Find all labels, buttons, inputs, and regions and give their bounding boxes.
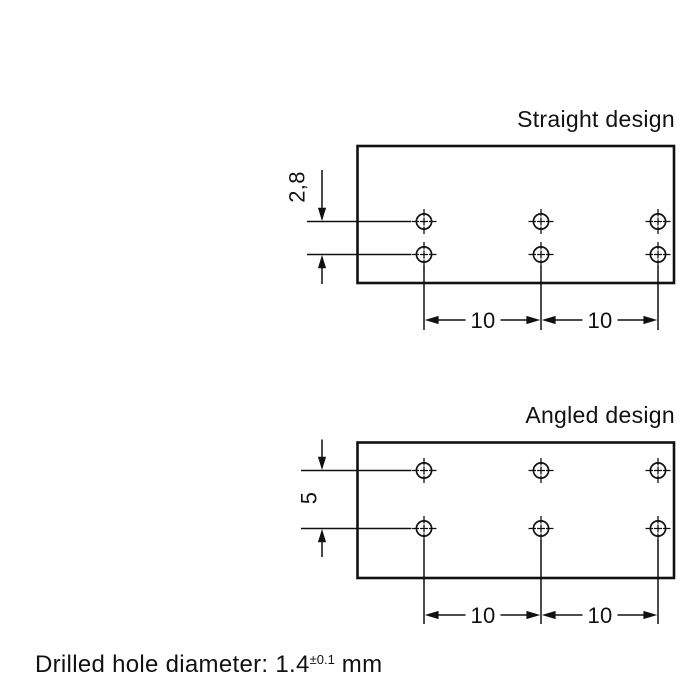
row-pitch-label-angled: 5 <box>297 492 322 505</box>
drill-hole-icon <box>410 515 438 542</box>
row-pitch-dimension-straight: 2,8 <box>285 170 327 284</box>
drill-hole-icon <box>644 208 672 235</box>
pitch-label-right-straight: 10 <box>587 308 612 333</box>
drill-hole-icon <box>410 208 438 235</box>
straight-design-panel: Straight design 2,8 <box>285 106 676 333</box>
label-mask <box>465 307 501 333</box>
footer-unit: mm <box>341 651 383 678</box>
label-mask <box>582 307 618 333</box>
drill-hole-icon <box>527 208 555 235</box>
straight-design-title: Straight design <box>517 106 675 132</box>
drill-hole-icon <box>644 515 672 542</box>
pitch-label-left-straight: 10 <box>470 308 495 333</box>
angled-design-panel: Angled design 5 <box>297 402 676 628</box>
drill-hole-icon <box>527 241 555 268</box>
angled-housing-outline <box>356 441 676 580</box>
footer-value: 1.4 <box>275 651 310 678</box>
arrow-left-icon <box>541 315 556 325</box>
arrow-down-icon <box>317 207 327 221</box>
arrow-right-icon <box>643 610 658 620</box>
straight-housing-outline <box>356 144 676 285</box>
col-pitch-dimension-straight: 10 10 <box>424 307 658 333</box>
arrow-up-icon <box>317 255 327 269</box>
label-mask <box>465 602 501 628</box>
footer-label: Drilled hole diameter: <box>35 651 269 678</box>
drill-hole-icon <box>410 457 438 484</box>
extension-lines-straight <box>423 266 659 330</box>
drill-hole-icon <box>644 457 672 484</box>
pitch-label-right-angled: 10 <box>587 603 612 628</box>
arrow-down-icon <box>317 456 327 470</box>
arrow-right-icon <box>526 315 541 325</box>
arrow-left-icon <box>424 610 439 620</box>
drill-hole-icon <box>644 241 672 268</box>
pitch-label-left-angled: 10 <box>470 603 495 628</box>
footer-note: Drilled hole diameter: 1.4±0.1 mm <box>35 651 382 679</box>
row-pitch-label-straight: 2,8 <box>285 171 310 202</box>
row-pitch-dimension-angled: 5 <box>297 439 327 557</box>
angled-design-title: Angled design <box>525 402 675 428</box>
extension-lines-angled <box>423 540 659 624</box>
label-mask <box>582 602 618 628</box>
col-pitch-dimension-angled: 10 10 <box>424 602 658 628</box>
arrow-up-icon <box>317 529 327 543</box>
drill-holes-straight <box>410 208 672 268</box>
arrow-right-icon <box>526 610 541 620</box>
arrow-left-icon <box>541 610 556 620</box>
drill-hole-icon <box>410 241 438 268</box>
drill-holes-angled <box>410 457 672 542</box>
drill-hole-icon <box>527 457 555 484</box>
drill-hole-icon <box>527 515 555 542</box>
arrow-left-icon <box>424 315 439 325</box>
footer-tolerance: ±0.1 <box>309 652 335 667</box>
arrow-right-icon <box>643 315 658 325</box>
